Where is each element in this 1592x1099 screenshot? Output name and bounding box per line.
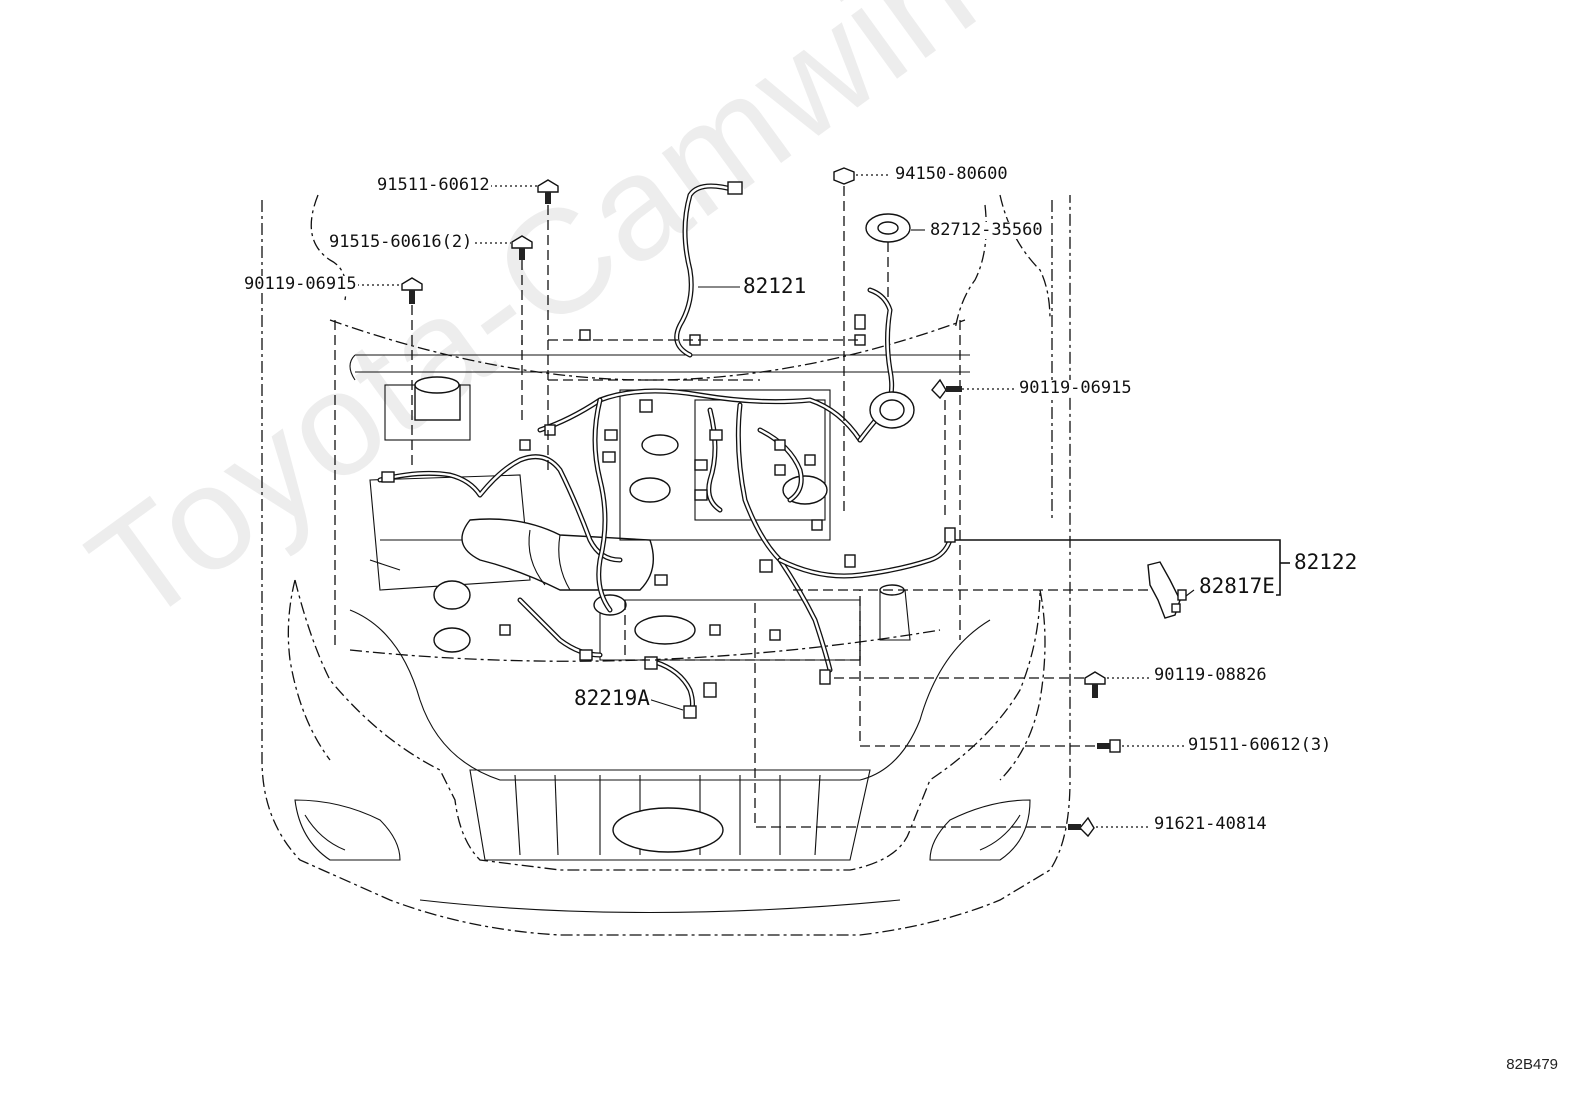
grommet-82712 [865,213,911,243]
label-82817E[interactable]: 82817E [1198,574,1276,598]
harness-82122 [377,287,956,685]
vehicle-body-outline [261,194,1071,936]
label-91621-40814[interactable]: 91621-40814 [1153,814,1268,834]
label-91511-60612[interactable]: 91511-60612 [376,175,491,195]
label-82121[interactable]: 82121 [742,274,808,298]
label-82122[interactable]: 82122 [1293,550,1359,574]
label-94150-80600[interactable]: 94150-80600 [894,164,1009,184]
label-90119-08826[interactable]: 90119-08826 [1153,665,1268,685]
harness-82219A [644,656,717,719]
label-90119-06915-right[interactable]: 90119-06915 [1018,378,1133,398]
label-90119-06915-left[interactable]: 90119-06915 [243,274,358,294]
fasteners [401,167,1121,838]
harness-82121 [674,181,743,358]
leader-lines [357,174,1290,828]
label-82712-35560[interactable]: 82712-35560 [929,220,1044,240]
label-91515-60616[interactable]: 91515-60616(2) [328,232,474,252]
engine-components [349,376,941,662]
figure-code: 82B479 [1506,1056,1558,1073]
label-91511-60612-3[interactable]: 91511-60612(3) [1187,735,1333,755]
bracket-82817E [1147,561,1187,619]
label-82219A[interactable]: 82219A [573,686,651,710]
